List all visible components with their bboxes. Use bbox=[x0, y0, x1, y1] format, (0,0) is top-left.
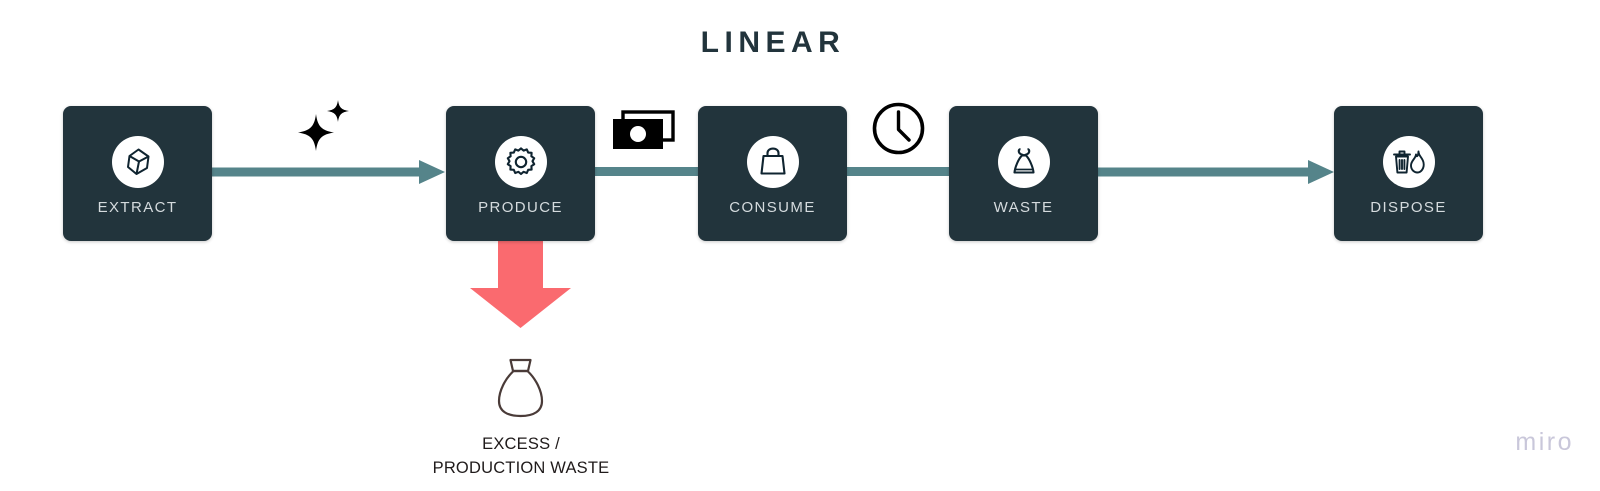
connector-extract-to-produce bbox=[208, 152, 450, 192]
page-title: LINEAR bbox=[700, 26, 846, 59]
connector-waste-to-dispose bbox=[1094, 152, 1339, 192]
connector-consume-to-waste bbox=[843, 167, 954, 176]
waste-caption-line-1: EXCESS / bbox=[482, 435, 560, 453]
flow-node-label: PRODUCE bbox=[478, 199, 563, 216]
flow-node-label: EXTRACT bbox=[97, 199, 178, 216]
waste-branch-caption: EXCESS / PRODUCTION WASTE bbox=[371, 432, 671, 480]
flow-node-waste[interactable]: WASTE bbox=[949, 106, 1098, 241]
connector-produce-to-consume bbox=[591, 167, 703, 176]
trash-can-flame-icon bbox=[1382, 136, 1435, 188]
gem-icon bbox=[111, 136, 164, 188]
flow-node-dispose[interactable]: DISPOSE bbox=[1334, 106, 1483, 241]
flow-node-extract[interactable]: EXTRACT bbox=[63, 106, 212, 241]
sack-icon bbox=[493, 357, 548, 424]
down-arrow-icon bbox=[468, 240, 573, 335]
flow-node-label: DISPOSE bbox=[1370, 199, 1447, 216]
sparkle-icon bbox=[291, 96, 357, 163]
flow-node-label: CONSUME bbox=[729, 199, 816, 216]
shopping-bag-icon bbox=[746, 136, 799, 188]
waste-caption-line-2: PRODUCTION WASTE bbox=[432, 459, 610, 477]
banknotes-icon bbox=[611, 110, 675, 163]
miro-watermark: miro bbox=[1515, 428, 1574, 456]
clock-icon bbox=[871, 101, 926, 161]
flow-node-label: WASTE bbox=[993, 199, 1054, 216]
trash-sack-icon bbox=[997, 136, 1050, 188]
gear-icon bbox=[494, 136, 547, 188]
flow-node-produce[interactable]: PRODUCE bbox=[446, 106, 595, 241]
flow-node-consume[interactable]: CONSUME bbox=[698, 106, 847, 241]
